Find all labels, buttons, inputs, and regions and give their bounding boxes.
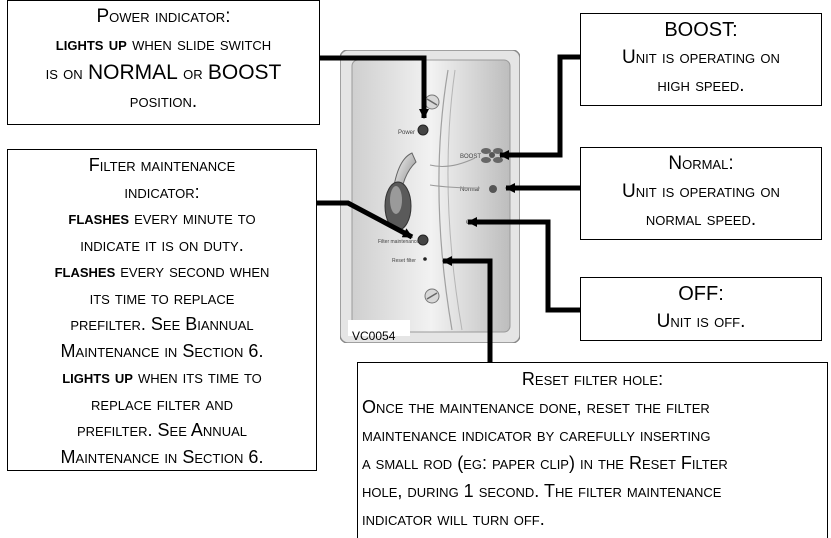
arrow-power — [320, 58, 424, 118]
arrow-reset — [443, 261, 490, 362]
arrow-off — [468, 222, 580, 310]
arrow-filter — [317, 203, 412, 237]
arrow-boost — [500, 57, 580, 155]
